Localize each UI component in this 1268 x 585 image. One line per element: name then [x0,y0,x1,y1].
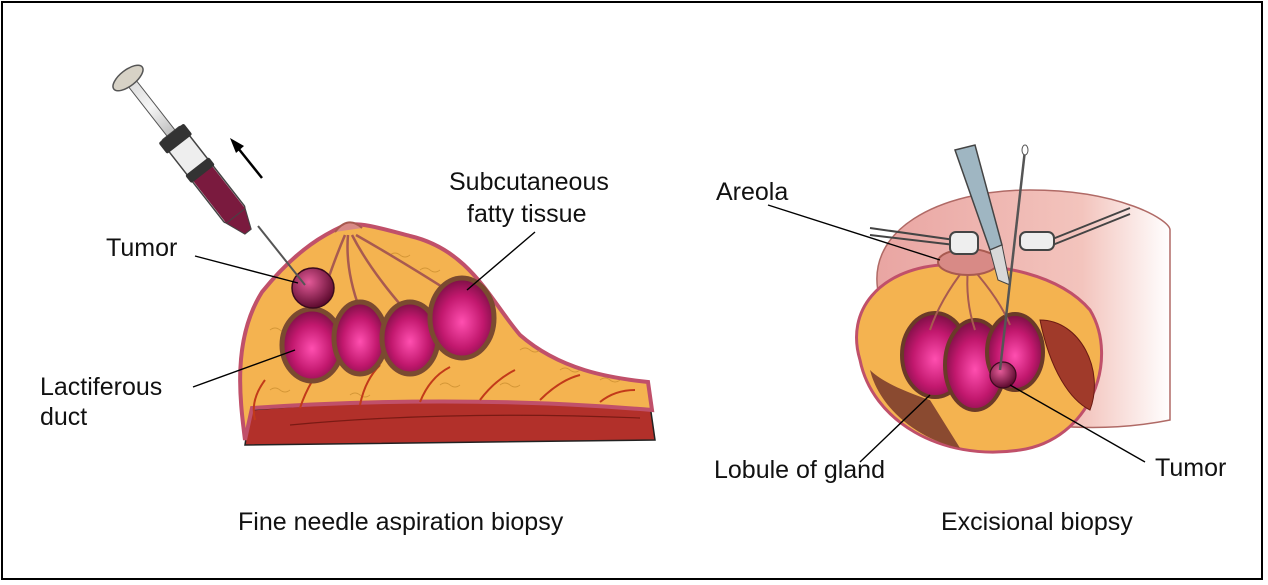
subcutaneous-label-line1: Subcutaneous [449,170,609,195]
excisional-illustration [857,145,1170,452]
fna-caption: Fine needle aspiration biopsy [238,508,563,537]
lobule [334,302,386,374]
fna-tumor-label: Tumor [106,236,177,261]
fna-breast-illustration [240,222,655,445]
lactiferous-label-line1: Lactiferous [40,375,162,400]
fna-tumor [292,268,334,308]
excision-tumor [990,362,1016,388]
areola-label: Areola [716,180,788,205]
excisional-caption: Excisional biopsy [941,508,1133,537]
lobule [430,278,494,358]
excision-tumor-label: Tumor [1155,456,1226,481]
lobule-label: Lobule of gland [714,458,885,483]
subcutaneous-label-line2: fatty tissue [467,202,587,227]
lactiferous-label-line2: duct [40,405,87,430]
withdraw-arrow [238,148,262,178]
